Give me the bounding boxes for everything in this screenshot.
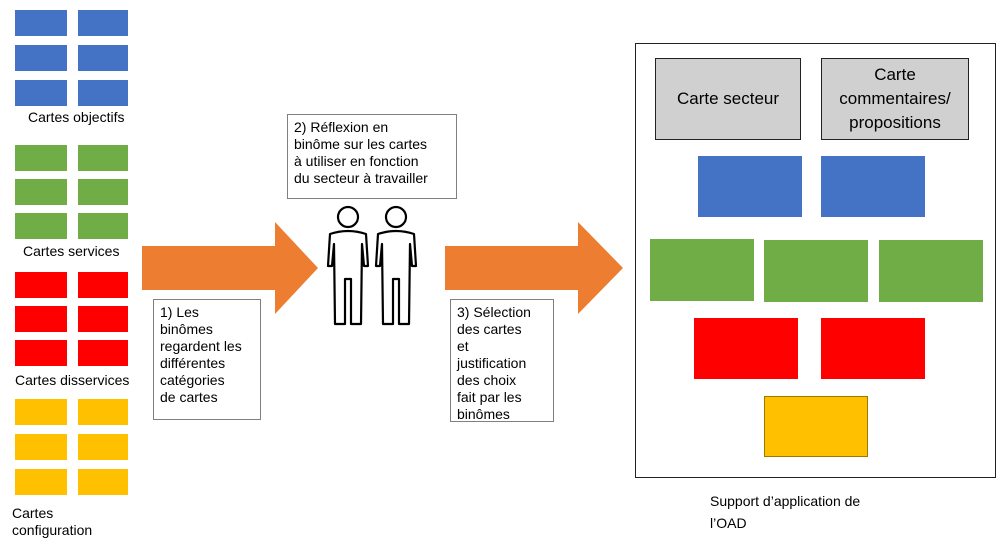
support-service-card [764,240,868,302]
arrow-step3 [445,222,623,314]
support-disservice-card [694,318,798,379]
configuration-card [78,469,128,495]
carte-commentaires-box: Carte commentaires/ propositions [821,58,969,140]
disservice-card [15,272,67,298]
objectif-card [15,45,67,71]
cartes-services-label: Cartes services [23,243,120,259]
support-configuration-card [764,396,868,457]
step1-textbox: 1) Les binômes regardent les différentes… [153,299,261,420]
support-service-card [879,240,983,302]
two-people-icon [326,205,418,326]
support-disservice-card [821,318,925,379]
disservice-card [78,306,128,332]
service-card [15,213,67,239]
objectif-card [78,80,128,106]
disservice-card [78,272,128,298]
arrow-step1 [142,222,318,314]
support-service-card [650,239,754,301]
objectif-card [78,45,128,71]
carte-secteur-box: Carte secteur [655,58,801,140]
configuration-card [15,399,67,425]
configuration-card [78,399,128,425]
support-application-board [635,43,996,478]
step2-textbox: 2) Réflexion en binôme sur les cartes à … [287,114,457,199]
disservice-card [78,340,128,366]
configuration-card [15,469,67,495]
service-card [78,145,128,171]
configuration-card [78,434,128,460]
cartes-disservices-label: Cartes disservices [15,372,130,388]
support-caption: Support d’application de l’OAD [710,493,861,531]
objectif-card [15,80,67,106]
service-card [15,179,67,205]
objectif-card [78,10,128,36]
service-card [15,145,67,171]
support-objectif-card [698,156,802,217]
support-objectif-card [821,156,925,217]
service-card [78,213,128,239]
disservice-card [15,306,67,332]
service-card [78,179,128,205]
objectif-card [15,10,67,36]
configuration-card [15,434,67,460]
cartes-objectifs-label: Cartes objectifs [28,109,125,125]
cartes-configuration-label: Cartes configuration [12,505,93,538]
step3-textbox: 3) Sélection des cartes et justification… [450,299,554,422]
disservice-card [15,340,67,366]
